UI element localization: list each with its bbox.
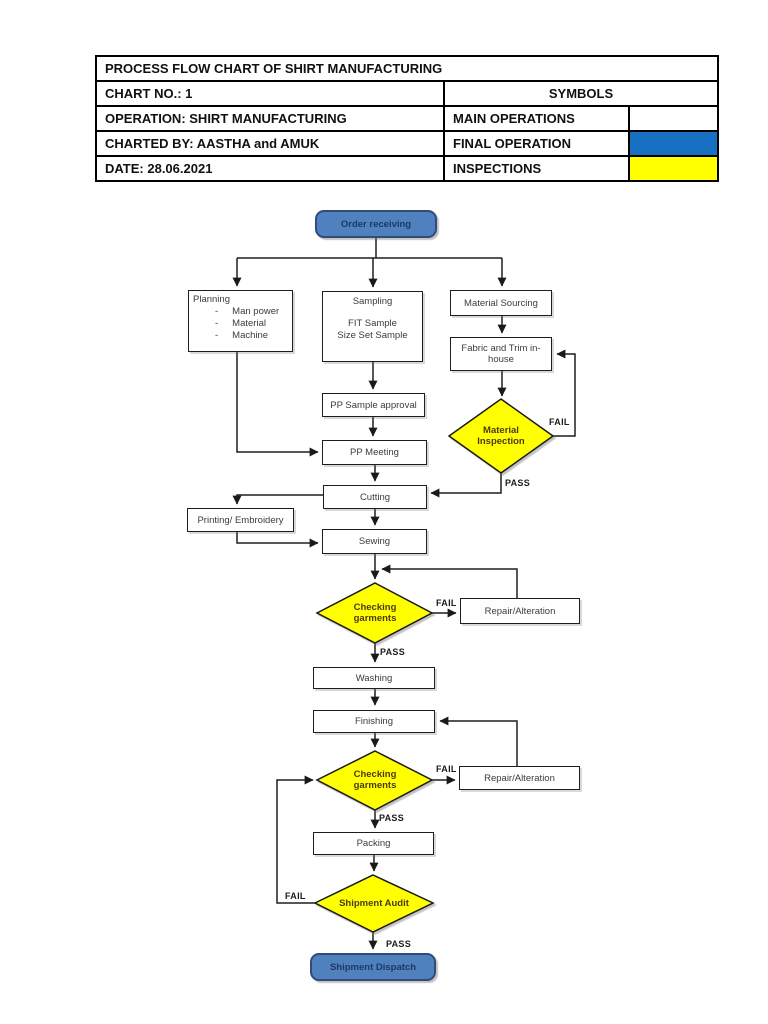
legend-swatch-main-operations (627, 105, 720, 132)
node-cutting: Cutting (323, 485, 427, 509)
checking-garments-2-diamond (315, 750, 434, 811)
node-pp-meeting-label: PP Meeting (350, 447, 399, 458)
node-packing-label: Packing (356, 838, 391, 849)
legend-label-main-operations: MAIN OPERATIONS (443, 105, 630, 132)
edge-label-pass-checking1: PASS (380, 647, 406, 657)
shipment-audit-label: Shipment Audit (339, 897, 409, 909)
node-sampling: Sampling FIT Sample Size Set Sample (322, 291, 423, 362)
edge-label-fail-checking1: FAIL (436, 598, 457, 608)
node-planning: Planning Man power Material Machine (188, 290, 293, 352)
node-washing-label: Washing (355, 672, 393, 684)
material-inspection-label: Material Inspection (477, 425, 525, 447)
node-pp-meeting: PP Meeting (322, 440, 427, 465)
sampling-line: Size Set Sample (337, 330, 408, 341)
checking-garments-1-diamond (315, 582, 434, 644)
planning-item: Machine (193, 330, 288, 342)
chart-number: CHART NO.: 1 (95, 80, 445, 107)
edge-label-pass-material: PASS (505, 478, 531, 488)
edge-label-fail-material: FAIL (549, 417, 570, 427)
planning-items: Man power Material Machine (193, 306, 288, 342)
node-fabric-trim-in-house: Fabric and Trim in-house (450, 337, 552, 371)
symbols-heading: SYMBOLS (442, 80, 720, 107)
planning-item: Man power (193, 306, 288, 318)
node-repair-alteration-1-label: Repair/Alteration (484, 605, 556, 617)
chart-title: PROCESS FLOW CHART OF SHIRT MANUFACTURIN… (94, 55, 720, 82)
node-packing: Packing (313, 832, 434, 855)
node-finishing: Finishing (313, 710, 435, 733)
node-pp-sample-approval-label: PP Sample approval (330, 399, 417, 411)
node-finishing-label: Finishing (354, 716, 394, 727)
legend-label-inspections: INSPECTIONS (443, 155, 630, 182)
node-sampling-title: Sampling (352, 296, 393, 307)
node-printing-embroidery: Printing/ Embroidery (187, 508, 294, 532)
legend-swatch-final-operation (627, 130, 720, 157)
date-field: DATE: 28.06.2021 (95, 155, 445, 182)
node-sewing-label: Sewing (358, 536, 391, 547)
node-order-receiving-label: Order receiving (340, 218, 412, 230)
node-sewing: Sewing (322, 529, 427, 554)
node-cutting-label: Cutting (359, 491, 391, 503)
material-inspection-diamond (447, 398, 555, 474)
node-shipment-dispatch: Shipment Dispatch (310, 953, 436, 981)
node-pp-sample-approval: PP Sample approval (322, 393, 425, 417)
shipment-audit-diamond (313, 874, 435, 933)
checking-garments-1-label: Checking garments (353, 602, 397, 624)
node-order-receiving: Order receiving (315, 210, 437, 238)
node-planning-title: Planning (193, 294, 230, 305)
charted-by-field: CHARTED BY: AASTHA and AMUK (95, 130, 445, 157)
edge-label-fail-audit: FAIL (285, 891, 306, 901)
node-fabric-trim-label: Fabric and Trim in-house (461, 343, 541, 365)
sampling-line: FIT Sample (348, 318, 397, 329)
node-repair-alteration-2-label: Repair/Alteration (484, 772, 555, 784)
node-material-sourcing: Material Sourcing (450, 290, 552, 316)
planning-item: Material (193, 318, 288, 330)
checking-garments-2-label: Checking garments (353, 769, 397, 791)
legend-swatch-inspections (627, 155, 720, 182)
edge-label-fail-checking2: FAIL (436, 764, 457, 774)
legend-label-final-operation: FINAL OPERATION (443, 130, 630, 157)
node-printing-embroidery-label: Printing/ Embroidery (197, 514, 284, 526)
node-shipment-dispatch-label: Shipment Dispatch (329, 961, 417, 973)
operation-field: OPERATION: SHIRT MANUFACTURING (95, 105, 445, 132)
header-table: PROCESS FLOW CHART OF SHIRT MANUFACTURIN… (94, 55, 720, 182)
node-washing: Washing (313, 667, 435, 689)
node-repair-alteration-2: Repair/Alteration (459, 766, 580, 790)
node-material-sourcing-label: Material Sourcing (464, 297, 538, 309)
edge-label-pass-checking2: PASS (379, 813, 405, 823)
edge-label-pass-audit: PASS (386, 939, 412, 949)
node-repair-alteration-1: Repair/Alteration (460, 598, 580, 624)
